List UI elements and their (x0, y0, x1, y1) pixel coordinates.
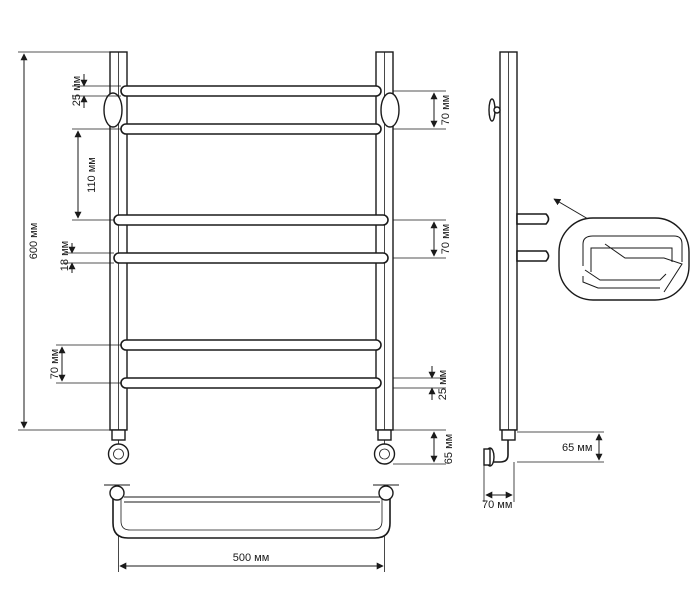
front-view (103, 51, 400, 465)
rung-5 (120, 339, 382, 351)
dim-upper-pair-right-label: 70 мм (440, 95, 452, 125)
dim-bottom-spacing-label: 25 мм (437, 370, 449, 400)
dim-top-spacing: 25 мм (71, 74, 88, 108)
rung-6 (120, 377, 382, 389)
dim-connection-height-label: 65 мм (443, 434, 455, 464)
dim-top-spacing-label: 25 мм (71, 76, 83, 106)
dim-total-height: 600 мм (20, 53, 40, 429)
detail-callout (553, 198, 690, 301)
dim-middle-pair-right: 70 мм (430, 221, 452, 257)
top-right-bracket (378, 485, 394, 501)
side-view (483, 51, 550, 467)
dim-width-label: 500 мм (233, 552, 270, 564)
dim-gap-110: 110 мм (74, 130, 98, 219)
dim-side-offset-height-label: 65 мм (562, 442, 592, 454)
dim-rail-thickness: 18 мм (59, 241, 76, 273)
rung-2 (120, 123, 382, 135)
dim-lower-pair-left-label: 70 мм (49, 349, 61, 379)
extension-lines (18, 51, 446, 572)
rung-4 (113, 252, 389, 264)
dim-lower-pair-left: 70 мм (49, 346, 66, 382)
side-rung-stub-upper (516, 213, 550, 225)
side-extension-lines (483, 431, 604, 502)
dim-total-height-label: 600 мм (28, 223, 40, 260)
top-left-bracket (109, 485, 125, 501)
dim-middle-pair-right-label: 70 мм (440, 224, 452, 254)
dim-width: 500 мм (119, 552, 384, 570)
left-wall-bracket (103, 92, 123, 128)
rung-1 (120, 85, 382, 97)
dim-bottom-spacing: 25 мм (428, 366, 449, 400)
side-rung-stub-lower (516, 250, 550, 262)
side-bottom-connection (483, 429, 516, 467)
dim-gap-110-label: 110 мм (86, 157, 98, 193)
right-wall-bracket (380, 92, 400, 128)
dim-side-depth: 70 мм (482, 491, 513, 511)
dim-side-depth-label: 70 мм (482, 499, 512, 511)
dim-connection-height: 65 мм (430, 431, 455, 464)
left-bottom-fitting (107, 429, 130, 465)
rung-3 (113, 214, 389, 226)
top-view (104, 484, 399, 539)
right-bottom-fitting (373, 429, 396, 465)
side-wall-bracket (488, 98, 501, 122)
dim-upper-pair-right: 70 мм (430, 92, 452, 128)
dim-side-offset-height: 65 мм (562, 433, 603, 461)
dim-rail-thickness-label: 18 мм (59, 241, 71, 271)
detail-rail-shape (582, 235, 683, 293)
